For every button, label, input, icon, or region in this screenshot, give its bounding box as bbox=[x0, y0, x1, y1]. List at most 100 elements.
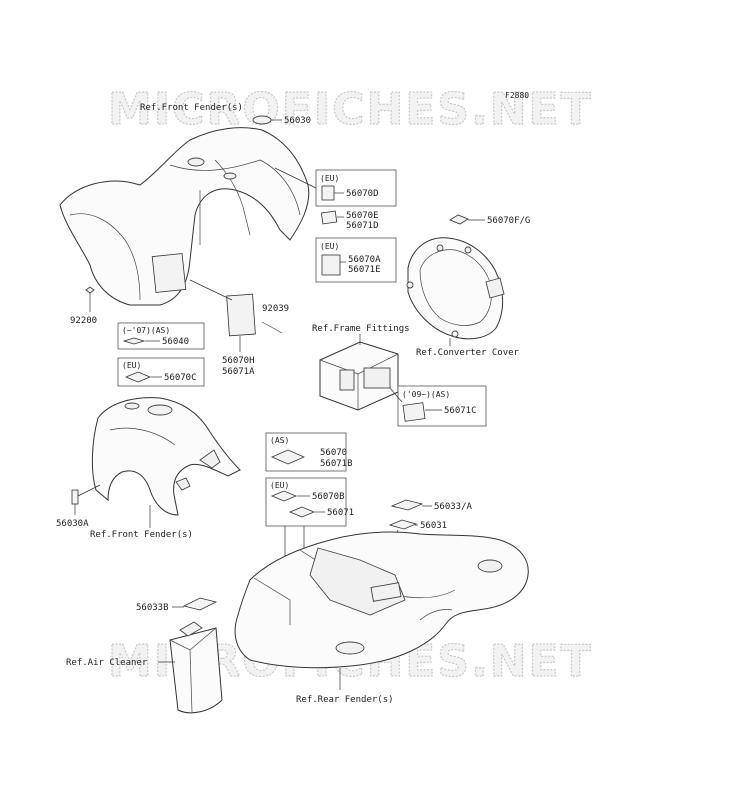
label-56071b: 56071B bbox=[320, 459, 353, 469]
box-eu-56070b bbox=[265, 477, 347, 527]
rear-fender-hole bbox=[335, 641, 365, 655]
label-56071e: 56071E bbox=[348, 265, 381, 275]
bolt-92039-icon bbox=[261, 321, 283, 334]
decal-56070fg-icon bbox=[449, 214, 469, 225]
front-fender-hole bbox=[223, 172, 237, 180]
label-56071d: 56071D bbox=[346, 221, 379, 231]
box-eu-1-header: (EU) bbox=[320, 174, 339, 183]
fender-bottom-crease bbox=[109, 427, 176, 446]
box-eu-2-header: (EU) bbox=[320, 242, 339, 251]
converter-cover-drawing bbox=[406, 237, 505, 340]
converter-cover-inner bbox=[419, 249, 492, 326]
air-cleaner-drawing bbox=[169, 621, 223, 714]
front-fender-top-drawing bbox=[59, 127, 310, 306]
decal-56070-icon bbox=[271, 449, 305, 465]
decal-56070h-icon bbox=[226, 293, 256, 337]
decal-56033b-icon bbox=[182, 597, 218, 611]
diagram-code: F2880 bbox=[505, 91, 529, 100]
rear-fender-lip bbox=[419, 609, 453, 621]
leader-box-eu-1 bbox=[274, 167, 317, 189]
frame-fitting-panel bbox=[339, 369, 355, 391]
leader-box-as-09 bbox=[389, 387, 403, 403]
decal-56070a-icon bbox=[321, 254, 341, 276]
decal-56030a-icon bbox=[71, 489, 79, 505]
box-as-07-header: (~'07)(AS) bbox=[122, 326, 170, 335]
air-cleaner-body bbox=[169, 627, 223, 714]
clip-92200-icon bbox=[85, 286, 95, 294]
converter-cover-duct bbox=[485, 277, 505, 299]
air-cleaner-neck bbox=[179, 621, 203, 637]
decal-56040-icon bbox=[122, 337, 146, 345]
air-cleaner-front-edge bbox=[189, 649, 193, 713]
decal-56070c-icon bbox=[124, 371, 152, 383]
label-56070c: 56070C bbox=[164, 373, 197, 383]
label-56070fg: 56070F/G bbox=[487, 216, 530, 226]
cap-56030-icon bbox=[252, 115, 272, 125]
converter-bolt-1 bbox=[436, 244, 444, 252]
label-56070: 56070 bbox=[320, 448, 347, 458]
label-56031: 56031 bbox=[420, 521, 447, 531]
label-56030a: 56030A bbox=[56, 519, 89, 529]
front-fender-bottom-drawing bbox=[91, 397, 241, 516]
box-eu-3-header: (EU) bbox=[122, 361, 141, 370]
decal-56070e-icon bbox=[320, 210, 338, 225]
front-fender-ridge bbox=[214, 159, 251, 236]
converter-bolt-3 bbox=[406, 281, 414, 289]
label-92039: 92039 bbox=[262, 304, 289, 314]
label-56071: 56071 bbox=[327, 508, 354, 518]
box-as-09-header: ('09~)(AS) bbox=[402, 390, 450, 399]
label-56070a: 56070A bbox=[348, 255, 381, 265]
label-56070d: 56070D bbox=[346, 189, 379, 199]
fender-bottom-tab-mid bbox=[175, 477, 191, 491]
box-eu-4-header: (EU) bbox=[270, 481, 289, 490]
box-as-56070 bbox=[265, 432, 347, 472]
decal-56070b-icon bbox=[270, 490, 298, 502]
label-56071c: 56071C bbox=[444, 406, 477, 416]
ref-air-cleaner: Ref.Air Cleaner bbox=[66, 658, 148, 668]
rear-fender-side bbox=[253, 577, 291, 625]
rear-fender-cap bbox=[477, 559, 503, 573]
box-as-07 bbox=[117, 322, 205, 350]
box-as-header: (AS) bbox=[270, 436, 289, 445]
front-fender-boss bbox=[187, 157, 205, 167]
front-fender-label-area bbox=[151, 253, 187, 293]
converter-bolt-2 bbox=[464, 246, 472, 254]
front-fender-bottom-shell bbox=[91, 397, 241, 516]
decal-56070d-icon bbox=[321, 185, 335, 201]
rear-fender-tray bbox=[370, 582, 402, 602]
label-56071a: 56071A bbox=[222, 367, 255, 377]
label-56040: 56040 bbox=[162, 337, 189, 347]
watermark-top: MICROFICHES.NET bbox=[108, 84, 593, 135]
front-fender-crease-top bbox=[169, 159, 301, 216]
label-56070h: 56070H bbox=[222, 356, 255, 366]
ref-rear-fender: Ref.Rear Fender(s) bbox=[296, 695, 394, 705]
decal-56033a-icon bbox=[390, 499, 424, 511]
label-56033a: 56033/A bbox=[434, 502, 473, 512]
fender-bottom-boss bbox=[124, 402, 140, 410]
fender-bottom-tab-right bbox=[199, 449, 221, 469]
leader-decal-fender bbox=[189, 279, 233, 301]
leader-56030a-fender bbox=[77, 484, 101, 497]
decal-56031-icon bbox=[388, 519, 418, 530]
label-56070e: 56070E bbox=[346, 211, 379, 221]
frame-fittings-drawing bbox=[319, 341, 399, 411]
label-56070b: 56070B bbox=[312, 492, 345, 502]
label-56033b: 56033B bbox=[136, 603, 169, 613]
ref-front-fender-bottom: Ref.Front Fender(s) bbox=[90, 530, 193, 540]
frame-fitting-panel-2 bbox=[363, 367, 391, 389]
box-eu-56070c bbox=[117, 357, 205, 387]
label-56030: 56030 bbox=[284, 116, 311, 126]
decal-56071c-icon bbox=[402, 402, 426, 422]
ref-front-fender-top: Ref.Front Fender(s) bbox=[140, 103, 243, 113]
decal-56071-icon bbox=[288, 506, 316, 518]
front-fender-shell bbox=[59, 127, 310, 306]
front-fender-crease-left bbox=[69, 213, 141, 301]
ref-frame-fittings: Ref.Frame Fittings bbox=[312, 324, 410, 334]
converter-bolt-4 bbox=[451, 330, 459, 338]
label-92200: 92200 bbox=[70, 316, 97, 326]
fuel-cap-ring bbox=[147, 404, 173, 416]
ref-converter-cover: Ref.Converter Cover bbox=[416, 348, 520, 358]
rear-fender-drawing bbox=[234, 531, 529, 669]
